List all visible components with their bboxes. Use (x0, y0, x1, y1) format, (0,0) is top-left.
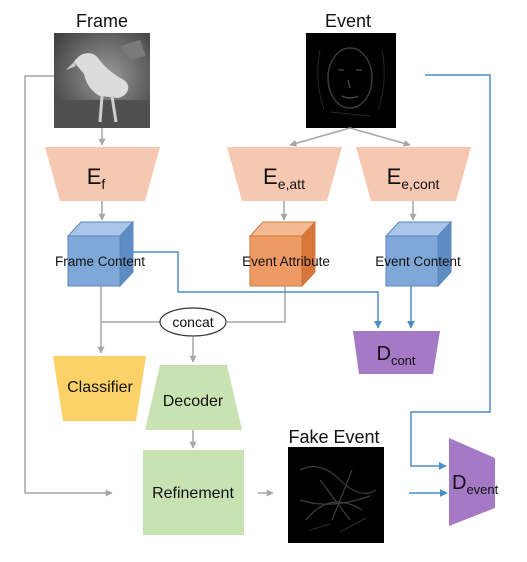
svg-text:Ee,att: Ee,att (263, 164, 305, 192)
refinement-node: Refinement (143, 450, 244, 535)
event-title: Event (325, 11, 371, 31)
classifier-label: Classifier (67, 379, 133, 396)
discriminator-cont: Dcont (353, 331, 440, 374)
encoder-frame: Ef (45, 147, 160, 201)
refinement-label: Refinement (152, 485, 234, 502)
discriminator-event: Devent (449, 438, 499, 526)
line-eventattribute-to-concat (227, 286, 286, 323)
cube-event-attribute: Event Attribute (242, 220, 330, 288)
svg-text:Ef: Ef (87, 164, 106, 192)
classifier-node: Classifier (53, 356, 146, 421)
discriminator-cont-main: D (376, 343, 390, 365)
frame-content-label: Frame Content (55, 254, 145, 269)
discriminator-event-sub: event (466, 482, 498, 497)
event-attribute-label: Event Attribute (242, 254, 330, 269)
concat-label: concat (172, 314, 213, 330)
encoder-event-att: Ee,att (227, 147, 342, 201)
concat-node: concat (159, 307, 227, 337)
encoder-frame-main: E (87, 164, 102, 189)
event-content-label: Event Content (375, 254, 461, 269)
encoder-event-att-sub: e,att (278, 176, 305, 192)
discriminator-event-main: D (452, 472, 466, 494)
event-image (306, 33, 396, 128)
cube-event-content: Event Content (375, 220, 461, 288)
svg-text:Dcont: Dcont (376, 343, 415, 368)
svg-text:Ee,cont: Ee,cont (387, 164, 440, 192)
line-framecontent-to-concat (100, 286, 160, 323)
svg-text:Devent: Devent (452, 472, 499, 497)
discriminator-cont-sub: cont (391, 353, 416, 368)
decoder-label: Decoder (163, 393, 224, 410)
frame-title: Frame (76, 11, 128, 31)
arrow-event-to-devent (410, 74, 491, 470)
cube-frame-content: Frame Content (55, 220, 145, 288)
fake-event-image (288, 447, 384, 543)
arrow-event-to-econt (349, 127, 411, 147)
encoder-event-cont-main: E (387, 164, 402, 189)
encoder-event-cont: Ee,cont (356, 147, 471, 201)
arrow-event-to-eatt (289, 127, 351, 147)
decoder-node: Decoder (145, 365, 242, 430)
arrow-frame-to-refinement (24, 75, 113, 497)
encoder-event-att-main: E (263, 164, 278, 189)
fake-event-title: Fake Event (288, 427, 379, 447)
frame-image (54, 33, 150, 128)
arrow-framecontent-to-dcont (132, 251, 382, 329)
encoder-event-cont-sub: e,cont (401, 176, 439, 192)
encoder-frame-sub: f (101, 176, 105, 192)
